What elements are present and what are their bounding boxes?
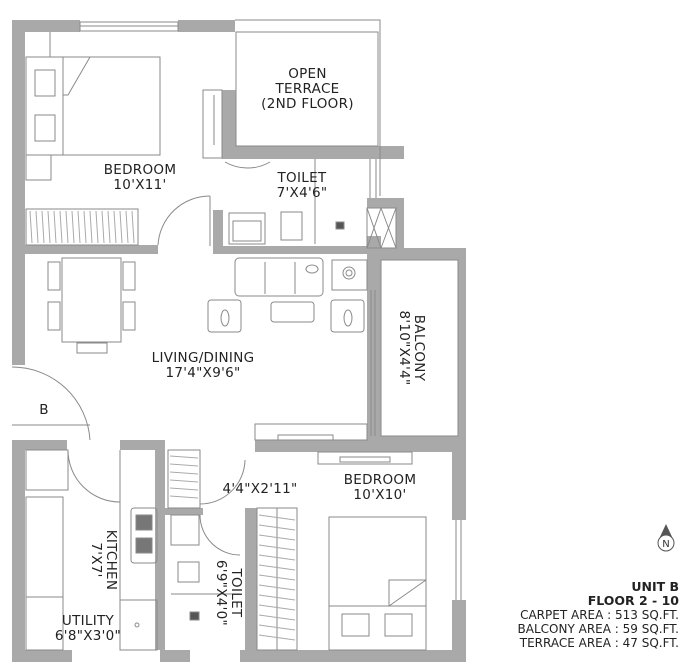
room-size: 7'X4'6" xyxy=(276,185,328,201)
room-size: 7'X7' xyxy=(88,542,104,578)
room-name: BEDROOM xyxy=(103,162,177,178)
room-name: BEDROOM xyxy=(343,472,417,488)
terrace-line-3: (2ND FLOOR) xyxy=(261,96,354,112)
room-name: TOILET xyxy=(228,568,244,618)
room-name: LIVING/DINING xyxy=(151,350,255,366)
room-label-passage: 4'4"X2'11" xyxy=(215,482,305,497)
north-arrow-icon: N xyxy=(657,524,675,552)
room-size: 17'4"X9'6" xyxy=(165,365,241,381)
room-size: 10'X10' xyxy=(353,487,407,503)
area-legend: UNIT B FLOOR 2 - 10 CARPET AREA : 513 SQ… xyxy=(517,579,679,651)
terrace-area: TERRACE AREA : 47 SQ.FT. xyxy=(519,636,679,650)
carpet-area: CARPET AREA : 513 SQ.FT. xyxy=(520,608,679,622)
unit-label: UNIT B xyxy=(631,579,679,594)
room-size: 10'X11' xyxy=(113,177,167,193)
floor-label: FLOOR 2 - 10 xyxy=(587,593,679,608)
north-letter: N xyxy=(662,539,669,550)
balcony-area: BALCONY AREA : 59 SQ.FT. xyxy=(517,622,679,636)
room-size: 6'9"X4'0" xyxy=(213,559,229,627)
terrace-line-1: OPEN xyxy=(288,66,327,82)
room-label-balcony: BALCONY 8'10"X4'4" xyxy=(396,298,427,398)
room-size: 6'8"X3'0" xyxy=(54,628,122,644)
room-label-open-terrace: OPEN TERRACE (2ND FLOOR) xyxy=(245,67,370,112)
room-size: 8'10"X4'4" xyxy=(396,310,412,386)
room-label-living-dining: LIVING/DINING 17'4"X9'6" xyxy=(133,351,273,381)
walls xyxy=(12,20,466,662)
room-size: 4'4"X2'11" xyxy=(222,481,298,497)
room-name: TOILET xyxy=(277,170,327,186)
room-label-bedroom-2: BEDROOM 10'X10' xyxy=(330,473,430,503)
room-name: BALCONY xyxy=(411,314,427,382)
terrace-line-2: TERRACE xyxy=(275,81,340,97)
lines xyxy=(11,19,462,651)
room-name: KITCHEN xyxy=(103,529,119,591)
room-name: UTILITY xyxy=(61,613,115,629)
room-label-toilet-2: TOILET 6'9"X4'0" xyxy=(213,548,244,638)
room-label-toilet-1: TOILET 7'X4'6" xyxy=(262,171,342,201)
room-label-bedroom-1: BEDROOM 10'X11' xyxy=(95,163,185,193)
room-label-utility: UTILITY 6'8"X3'0" xyxy=(38,614,138,644)
room-label-b: B xyxy=(39,402,49,418)
room-label-kitchen: KITCHEN 7'X7' xyxy=(88,520,119,600)
